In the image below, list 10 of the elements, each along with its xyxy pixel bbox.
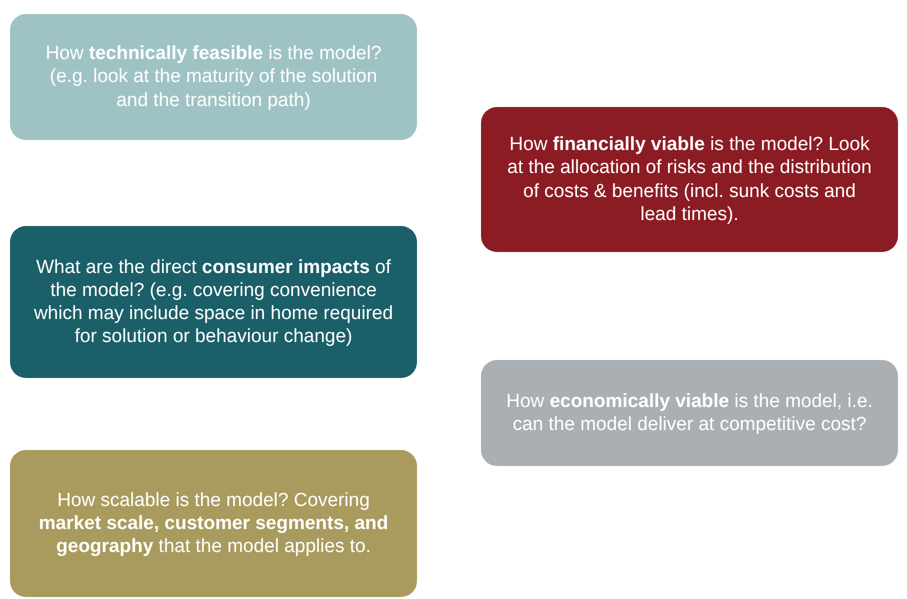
question-box [10,14,417,140]
question-text: How technically feasible is the model? (e.g. look at the maturity of the solution and the transition path) [44,42,382,112]
question-box [481,360,898,466]
question-text: How economically viable is the model, i.e. can the model deliver at competitive cost? [505,390,874,436]
question-text: What are the direct consumer impacts of the model? (e.g. covering convenience which may include space in home required for solution or behaviour change) [32,256,394,348]
question-text: How scalable is the model? Covering market scale, customer segments, and geography that the model applies to. [38,488,390,558]
question-box [10,450,417,597]
question-box [10,226,417,378]
question-box [481,107,898,252]
question-text: How financially viable is the model? Look at the allocation of risks and the distribution of costs & benefits (incl. sunk costs and lead times). [506,133,873,226]
